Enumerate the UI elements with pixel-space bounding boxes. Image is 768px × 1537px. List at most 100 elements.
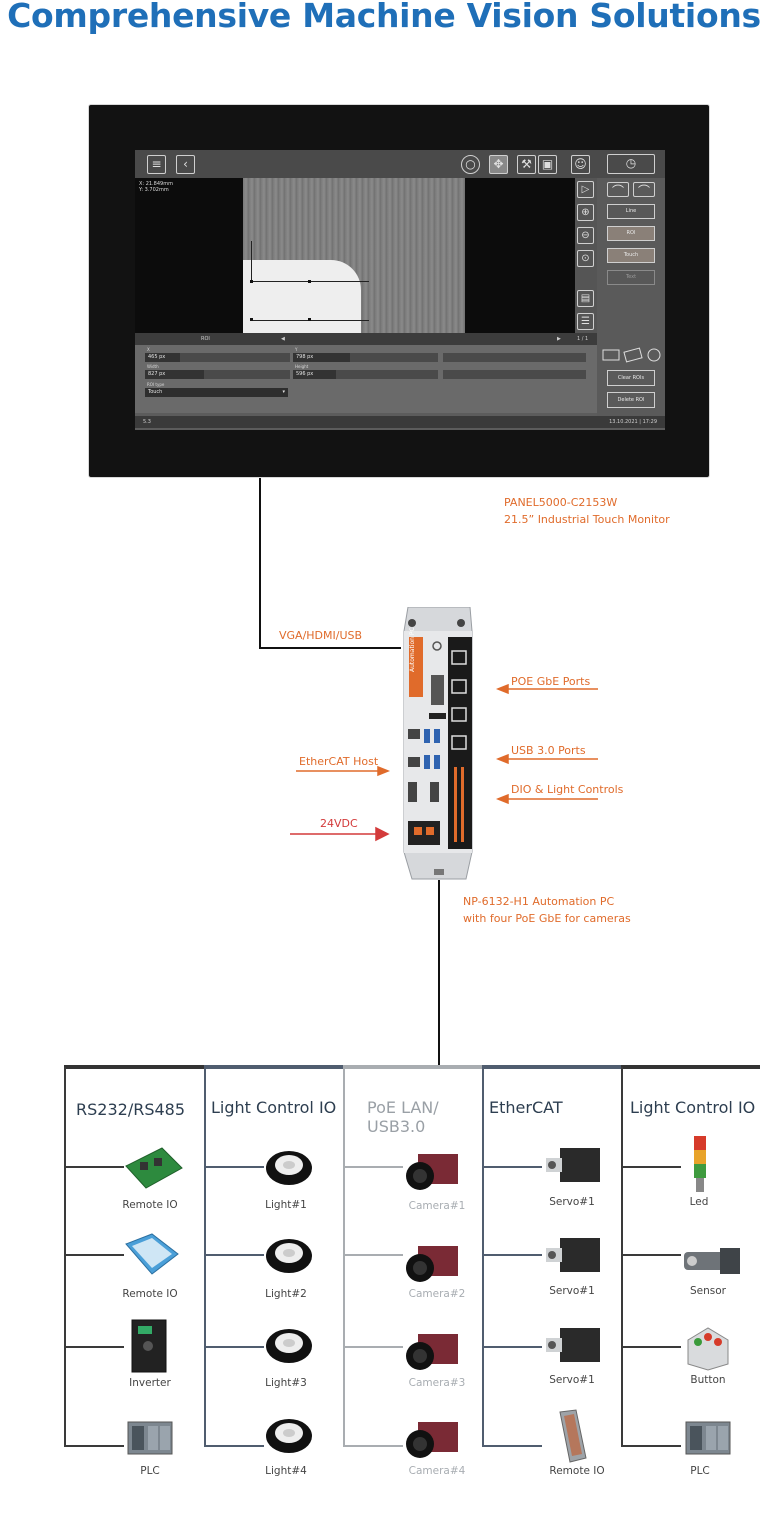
branch [482, 1166, 542, 1168]
prev-icon[interactable]: ◀ [281, 336, 285, 342]
branch [621, 1346, 681, 1348]
clear-rois-button[interactable]: Clear ROIs [607, 370, 655, 386]
camera-icon [406, 1422, 458, 1458]
branch [204, 1445, 264, 1447]
move-icon[interactable]: ✥ [489, 155, 508, 174]
column-title-light-io: Light Control IO [211, 1098, 337, 1117]
remote-io-module-icon [125, 1233, 179, 1275]
device-label: Light#2 [265, 1288, 307, 1300]
tree-light-io-2 [621, 1067, 623, 1447]
monitor-description: 21.5” Industrial Touch Monitor [504, 513, 670, 526]
display-icon[interactable]: ▣ [538, 155, 557, 174]
width-field[interactable]: 827 px [145, 370, 290, 379]
branch [204, 1254, 264, 1256]
camera-icon[interactable]: ○ [461, 155, 480, 174]
remote-io-icon [125, 1147, 183, 1189]
y-label: Y [295, 347, 298, 352]
bus-light-io-2 [621, 1065, 760, 1069]
device-label: Light#3 [265, 1377, 307, 1389]
height-field[interactable]: 596 px [293, 370, 438, 379]
branch [621, 1445, 681, 1447]
device-label: Camera#1 [408, 1200, 466, 1212]
text-button[interactable]: Text [607, 270, 655, 285]
bus-ethercat [482, 1065, 621, 1069]
arc-right-icon[interactable]: ⌒ [633, 182, 655, 198]
device-label: Light#1 [265, 1199, 307, 1211]
device-label: Light#4 [265, 1465, 307, 1477]
column-title-ethercat: EtherCAT [489, 1098, 563, 1117]
x-field[interactable]: 465 px [145, 353, 290, 362]
height-label: Height [295, 364, 309, 369]
tree-light-io [204, 1067, 206, 1447]
x-label: X [147, 347, 150, 352]
delete-roi-button[interactable]: Delete ROI [607, 392, 655, 408]
touch-button[interactable]: Touch [607, 248, 655, 263]
page-title: Comprehensive Machine Vision Solutions [7, 0, 761, 35]
monitor-model: PANEL5000-C2153W [504, 496, 618, 509]
arc-left-icon[interactable]: ⌒ [607, 182, 629, 198]
zoom-fit-icon[interactable]: ⊙ [577, 250, 594, 267]
device-label: Camera#2 [408, 1288, 466, 1300]
branch [621, 1254, 681, 1256]
ring-light-icon [266, 1419, 312, 1453]
next-icon[interactable]: ▶ [557, 336, 561, 342]
camera-icon [406, 1154, 458, 1190]
vga-hdmi-usb-label: VGA/HDMI/USB [279, 629, 363, 642]
menu-icon[interactable]: ≡ [147, 155, 166, 174]
usb-ports-label: USB 3.0 Ports [511, 744, 586, 757]
led-tower-icon [694, 1136, 706, 1192]
device-label: Servo#1 [549, 1374, 595, 1386]
column-title-poe-line2: USB3.0 [367, 1117, 426, 1136]
servo-motor-icon [546, 1328, 600, 1362]
zoom-in-icon[interactable]: ⊕ [577, 204, 594, 221]
view-tools [575, 178, 597, 333]
width-label: Width [147, 364, 159, 369]
device-label: Button [690, 1374, 726, 1386]
column-title-light-io-2: Light Control IO [630, 1098, 756, 1117]
branch [204, 1346, 264, 1348]
button-box-icon [687, 1327, 729, 1371]
extra-field-2 [443, 370, 586, 379]
status-version: 5.3 [143, 419, 151, 425]
start-button[interactable]: ◷ [607, 154, 655, 174]
shape-icons[interactable] [601, 347, 663, 363]
device-label: PLC [140, 1465, 160, 1477]
plc-icon [127, 1421, 173, 1455]
branch [482, 1254, 542, 1256]
column-title-rs232: RS232/RS485 [76, 1100, 186, 1119]
roi-label: ROI [201, 336, 210, 342]
roi-bar: ROI ◀ ▶ 1 / 1 [135, 333, 597, 345]
coordinate-readout: X: 21.849mm Y: 3.702mm [139, 181, 173, 193]
list-icon[interactable]: ☰ [577, 313, 594, 330]
user-icon[interactable]: ☺ [571, 155, 590, 174]
tree-rs232 [64, 1067, 66, 1447]
branch [343, 1166, 403, 1168]
poe-ports-label: POE GbE Ports [511, 675, 591, 688]
ring-light-icon [266, 1329, 312, 1363]
wrench-icon[interactable]: ⚒ [517, 155, 536, 174]
y-field[interactable]: 798 px [293, 353, 438, 362]
zoom-out-icon[interactable]: ⊖ [577, 227, 594, 244]
document-icon[interactable]: ▤ [577, 290, 594, 307]
tree-poe [343, 1067, 345, 1447]
device-label: Led [689, 1196, 709, 1208]
device-label: Sensor [690, 1285, 726, 1297]
branch [64, 1346, 124, 1348]
roi-type-label: ROI type [147, 382, 165, 387]
status-bar: 5.3 13.10.2021 | 17:29 [135, 416, 665, 428]
device-label: Servo#1 [549, 1285, 595, 1297]
play-icon[interactable]: ▷ [577, 181, 594, 198]
roi-overlay[interactable] [243, 178, 465, 333]
servo-motor-icon [546, 1238, 600, 1272]
shape-panel [597, 333, 665, 416]
back-icon[interactable]: ‹ [176, 155, 195, 174]
ethercat-host-label: EtherCAT Host [299, 755, 379, 768]
line-button[interactable]: Line [607, 204, 655, 219]
roi-button[interactable]: ROI [607, 226, 655, 241]
column-title-poe-line1: PoE LAN/ [367, 1098, 439, 1117]
plc-icon [685, 1421, 731, 1455]
pc-model: NP-6132-H1 Automation PC [463, 895, 615, 908]
branch [343, 1254, 403, 1256]
roi-type-select[interactable]: Touch▾ [145, 388, 288, 397]
device-label: Servo#1 [549, 1196, 595, 1208]
